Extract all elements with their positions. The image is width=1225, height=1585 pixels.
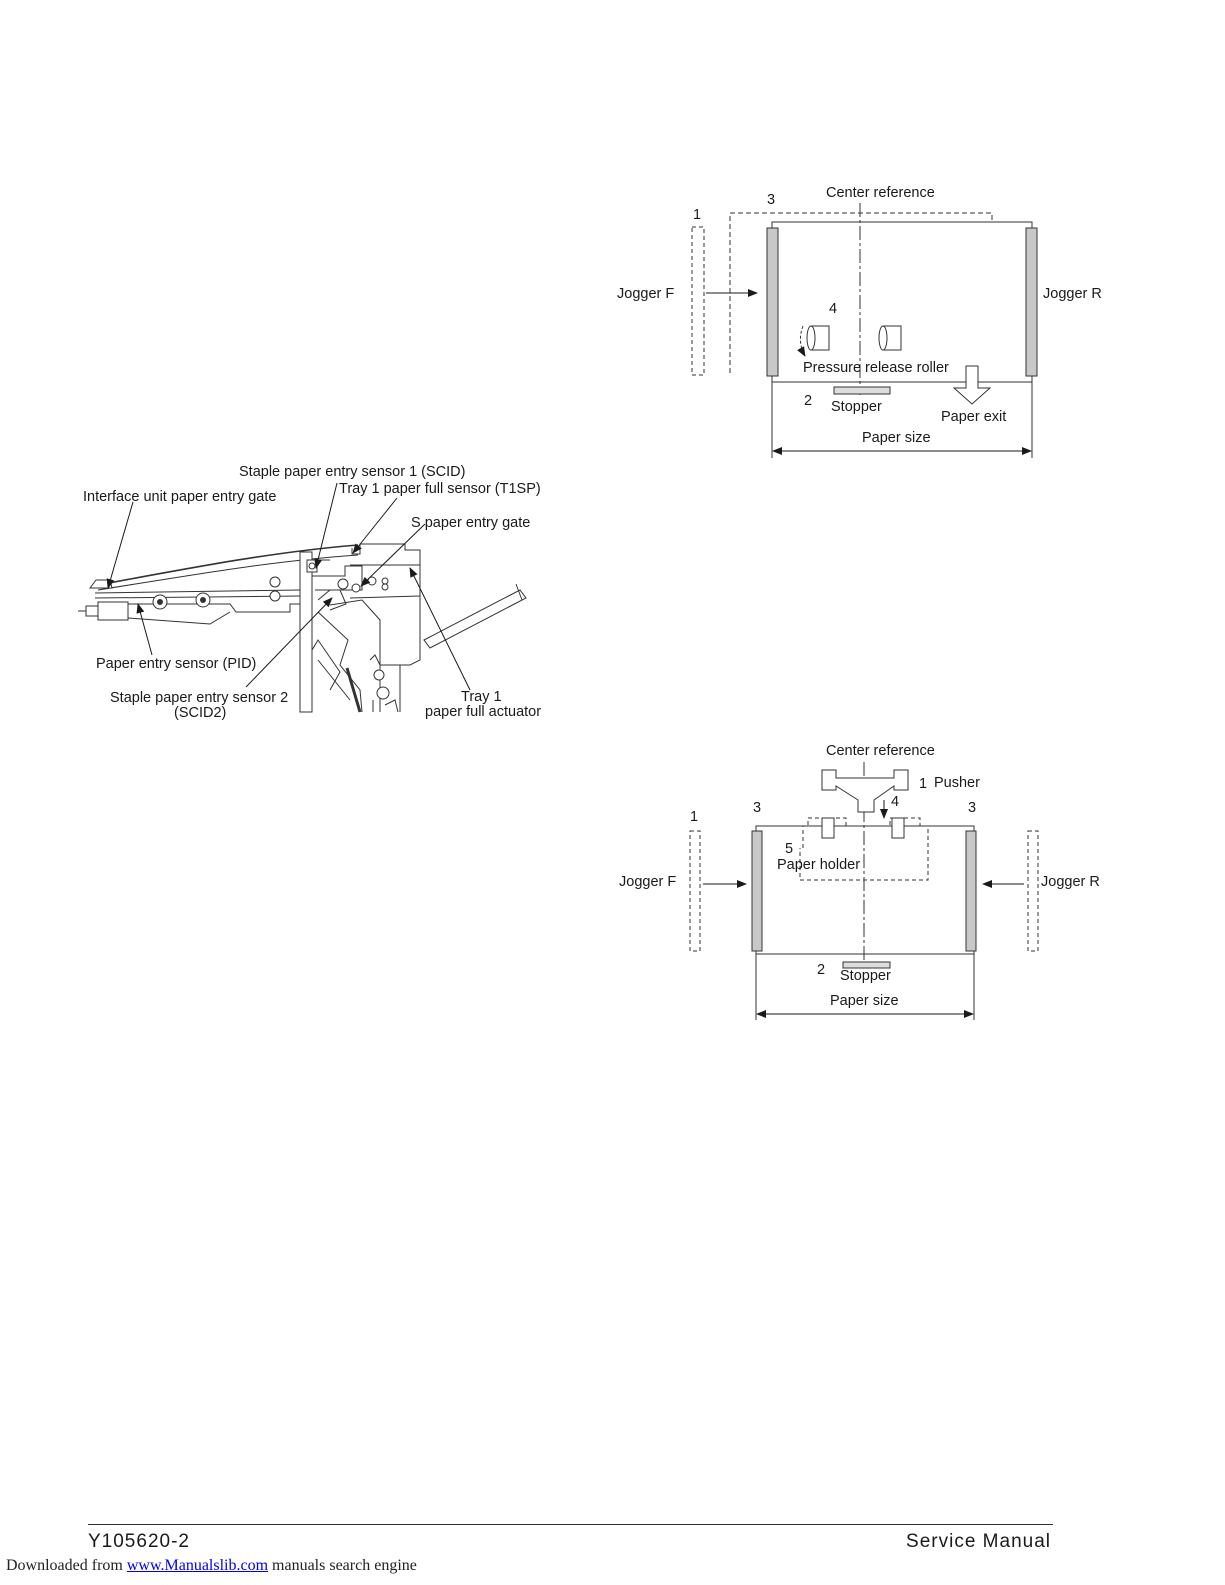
paper-sheet xyxy=(771,221,1033,383)
jogger-diagram-top: Center reference 3 1 Jogger F Jogger R 4… xyxy=(617,185,1102,458)
label-tray1-full-sensor: Tray 1 paper full sensor (T1SP) xyxy=(339,481,541,497)
roller-rotation-arrow xyxy=(797,325,806,357)
label-number-4: 4 xyxy=(891,794,899,810)
label-number-3: 3 xyxy=(767,192,775,208)
paper-exit-arrow xyxy=(952,365,992,405)
label-paper-holder: Paper holder xyxy=(777,857,860,873)
label-paper-size: Paper size xyxy=(830,993,899,1009)
label-stopper: Stopper xyxy=(831,399,882,415)
label-staple-sensor-1: Staple paper entry sensor 1 (SCID) xyxy=(239,464,465,480)
label-tray1-actuator: paper full actuator xyxy=(425,704,541,720)
paper-holder-pad-right xyxy=(891,817,905,839)
roller-right xyxy=(878,325,902,351)
download-prefix: Downloaded from xyxy=(6,1557,123,1574)
label-tray1: Tray 1 xyxy=(461,689,502,705)
jogger-f-plate xyxy=(766,227,779,377)
label-s-gate: S paper entry gate xyxy=(411,515,530,531)
footer-doc-id: Y105620-2 xyxy=(88,1531,190,1552)
roller-left xyxy=(806,325,830,351)
label-number-2: 2 xyxy=(804,393,812,409)
manualslib-link[interactable]: www.Manualslib.com xyxy=(126,1557,269,1574)
label-jogger-f: Jogger F xyxy=(619,874,676,890)
footer-rule xyxy=(88,1524,1053,1525)
label-paper-size: Paper size xyxy=(862,430,931,446)
paper-path-diagram xyxy=(78,482,527,713)
label-jogger-r: Jogger R xyxy=(1041,874,1100,890)
stopper-bar xyxy=(833,386,891,395)
footer-title: Service Manual xyxy=(906,1531,1051,1552)
label-pid: Paper entry sensor (PID) xyxy=(96,656,256,672)
label-stopper: Stopper xyxy=(840,968,891,984)
jogger-r-home-outline xyxy=(1027,830,1039,952)
label-pusher: Pusher xyxy=(934,775,980,791)
label-center-reference: Center reference xyxy=(826,185,935,201)
paper-holder-outline xyxy=(799,817,929,881)
jogger-f-home-outline xyxy=(691,226,705,376)
jogger-f-home-outline xyxy=(689,830,701,952)
label-number-1: 1 xyxy=(693,207,701,223)
jogger-diagram-bottom: Center reference 1 Pusher 4 3 3 1 5 Pape… xyxy=(619,743,1100,1020)
label-interface-gate: Interface unit paper entry gate xyxy=(83,489,276,505)
stopper-bar xyxy=(842,961,891,969)
label-scid2: (SCID2) xyxy=(174,705,226,721)
jogger-r-plate xyxy=(1025,227,1038,377)
label-staple-sensor-2: Staple paper entry sensor 2 xyxy=(110,690,288,706)
download-tagline: manuals search engine xyxy=(272,1557,417,1574)
download-banner: Downloaded from www.Manualslib.com manua… xyxy=(6,1557,417,1575)
label-jogger-f: Jogger F xyxy=(617,286,674,302)
label-center-reference: Center reference xyxy=(826,743,935,759)
label-number-5: 5 xyxy=(785,841,793,857)
label-paper-exit: Paper exit xyxy=(941,409,1006,425)
label-jogger-r: Jogger R xyxy=(1043,286,1102,302)
label-number-1-jogger: 1 xyxy=(690,809,698,825)
label-number-4: 4 xyxy=(829,301,837,317)
label-pressure-release-roller: Pressure release roller xyxy=(803,360,949,376)
label-number-1-pusher: 1 xyxy=(919,776,927,792)
paper-path-labels: Staple paper entry sensor 1 (SCID) Tray … xyxy=(83,464,541,721)
pusher xyxy=(821,769,909,813)
jogger-r-plate xyxy=(965,830,977,952)
label-number-3-right: 3 xyxy=(968,800,976,816)
label-number-2: 2 xyxy=(817,962,825,978)
jogger-f-plate xyxy=(751,830,763,952)
paper-holder-pad-left xyxy=(821,817,835,839)
label-number-3-left: 3 xyxy=(753,800,761,816)
